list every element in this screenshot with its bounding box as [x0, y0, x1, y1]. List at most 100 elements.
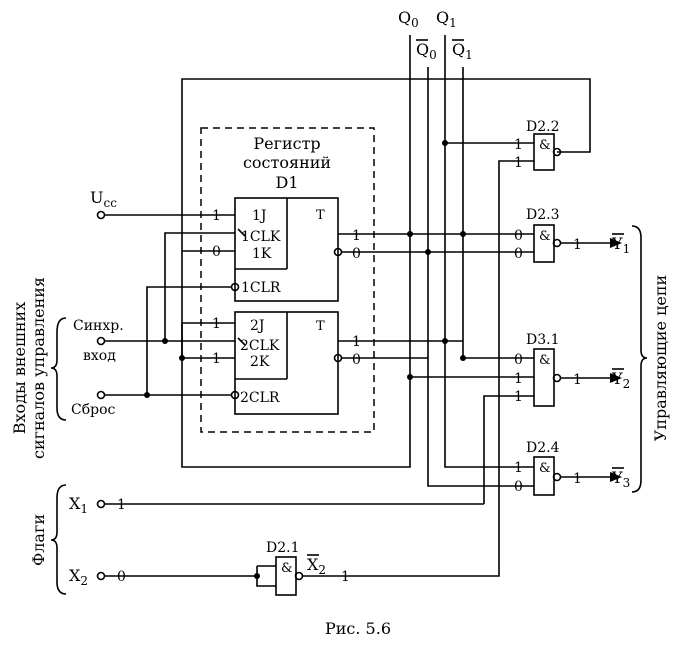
ff2-q-value: 1: [352, 334, 361, 350]
external-inputs-label-line1: Входы внешних: [10, 302, 29, 434]
d24-label: D2.4: [526, 440, 560, 456]
d21-and-symbol: &: [281, 561, 293, 576]
ucc-label: Ucc: [90, 188, 117, 210]
junction-dot: [407, 374, 413, 380]
ff2-k-label: 2K: [250, 354, 270, 370]
x2-label: X2: [69, 566, 88, 588]
ff1-j-label: 1J: [252, 208, 267, 224]
d31-in3-wire: [483, 395, 534, 504]
flags-brace: [50, 484, 67, 595]
ff2-j-value: 1: [212, 316, 221, 332]
d21-out-value: 1: [341, 569, 350, 585]
nq0-label: Q0: [416, 40, 437, 62]
reset-terminal: [96, 390, 106, 400]
ff1-nq-value: 0: [352, 246, 361, 262]
d21-input-tie: [256, 566, 276, 587]
q1-label: Q1: [436, 8, 457, 30]
register-boundary: [200, 127, 375, 433]
d24-in1-value: 1: [514, 460, 523, 476]
ff1-t-label: T: [316, 208, 325, 223]
register-name: D1: [275, 173, 298, 192]
ff2-j-wire: [181, 322, 235, 358]
x1-value: 1: [117, 497, 126, 513]
ff2-nq-inversion: [333, 353, 343, 363]
gate-d22: & D2.2 1 1: [514, 119, 562, 171]
gate-d21: & D2.1 X2 1: [266, 540, 350, 596]
y3-label: Y3: [611, 468, 630, 490]
d31-in2-value: 1: [514, 371, 523, 387]
bus-lines: [181, 35, 591, 487]
ff2-clk-edge: [237, 337, 246, 346]
gate-d23: & D2.3 0 0 1 Y1: [514, 207, 630, 263]
control-outputs-brace: [631, 225, 648, 493]
ff1-clr-wire: [146, 286, 232, 395]
bus-labels: Q0 Q1 Q0 Q1: [398, 8, 473, 62]
d23-out-value: 1: [573, 237, 582, 253]
ff2-clr-label: 2CLR: [240, 390, 280, 406]
ff2-k-value: 1: [212, 351, 221, 367]
junction-dot: [425, 249, 431, 255]
nq0-bus-line: [427, 67, 534, 487]
ff1-q-value: 1: [352, 228, 361, 244]
x2-value: 0: [117, 569, 126, 585]
external-inputs-brace: [50, 317, 67, 421]
junction-dot: [442, 140, 448, 146]
gate-d31: & D3.1 0 1 1 1 Y2: [514, 332, 630, 407]
d22-label: D2.2: [526, 119, 560, 135]
ff1-k-value: 0: [212, 244, 221, 260]
d24-output-arrow: [610, 472, 622, 482]
ff1-clr-label: 1CLR: [241, 280, 281, 296]
junction-dot: [179, 355, 185, 361]
q1-bus-line: [444, 35, 534, 468]
ff1-clk-label: 1CLK: [241, 229, 281, 245]
d22-output-inversion: [552, 147, 562, 157]
ff1-k-label: 1K: [252, 246, 272, 262]
sync-terminal: [96, 336, 106, 346]
y2-label: Y2: [611, 369, 630, 391]
d22-and-symbol: &: [539, 138, 551, 153]
x1-label: X1: [69, 494, 88, 516]
x2-terminal: [96, 571, 106, 581]
ff1-nq-inversion: [333, 247, 343, 257]
d22-in2-value: 1: [514, 155, 523, 171]
d31-and-symbol: &: [539, 353, 551, 368]
d31-output-inversion: [552, 373, 562, 383]
d23-output-arrow: [610, 238, 622, 248]
d23-in2-value: 0: [514, 246, 523, 262]
d23-and-symbol: &: [539, 229, 551, 244]
junction-dot: [162, 338, 168, 344]
d24-out-value: 1: [573, 471, 582, 487]
ff2-t-label: T: [316, 319, 325, 334]
d22-in2-wire: [498, 160, 534, 378]
sync-label-line1: Синхр.: [73, 318, 124, 334]
control-outputs-label: Управляющие цепи: [651, 275, 670, 441]
q0-label: Q0: [398, 8, 419, 30]
flags-label: Флаги: [29, 514, 48, 566]
nq1-label: Q1: [452, 40, 473, 62]
y1-label: Y1: [611, 234, 630, 256]
ff2-nq-value: 0: [352, 352, 361, 368]
gate-input-wiring: [104, 142, 534, 587]
ff1-clk-edge: [237, 228, 246, 237]
d23-in1-value: 0: [514, 228, 523, 244]
sync-label-line2: вход: [83, 348, 116, 364]
d24-and-symbol: &: [539, 461, 551, 476]
register-title-line1: Регистр: [253, 134, 320, 153]
d21-label: D2.1: [266, 540, 300, 556]
flip-flop-2: 2J 2CLK 2K 2CLR T: [230, 311, 343, 415]
ff1-j-value: 1: [212, 208, 221, 224]
d24-in2-value: 0: [514, 479, 523, 495]
d21-output-inversion: [294, 571, 304, 581]
junction-dot: [442, 338, 448, 344]
junction-dot: [407, 231, 413, 237]
junction-dot: [460, 355, 466, 361]
d31-label: D3.1: [526, 332, 560, 348]
external-inputs-label-line2: сигналов управления: [29, 277, 48, 459]
figure-caption: Рис. 5.6: [325, 619, 391, 638]
gate-d24: & D2.4 1 0 1 Y3: [514, 440, 630, 496]
input-wiring: [104, 214, 235, 396]
ff2-clk-label: 2CLK: [240, 338, 280, 354]
x2-inverted-label: X2: [307, 555, 326, 577]
reset-label: Сброс: [71, 402, 116, 418]
